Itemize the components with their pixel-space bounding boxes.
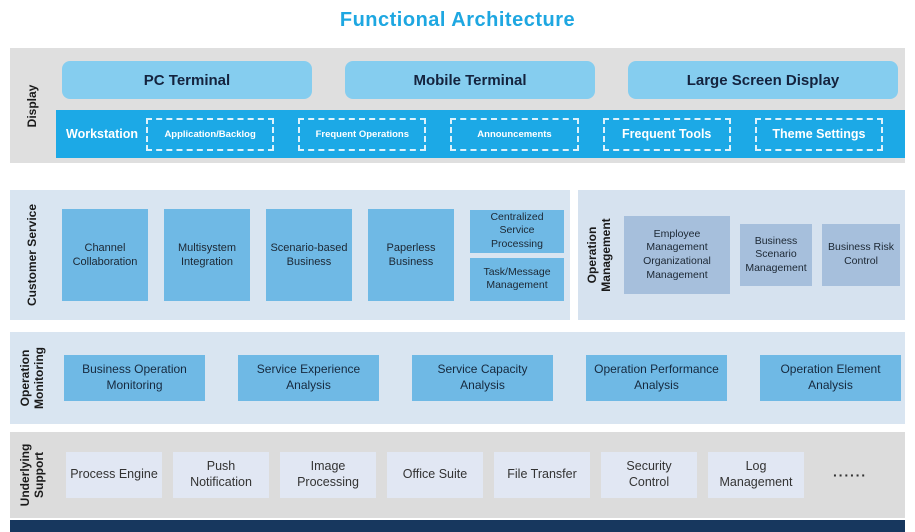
node-theme-settings: Theme Settings [754,117,884,151]
diagram-title: Functional Architecture [339,9,576,31]
node-file-transfer: File Transfer [494,452,590,498]
node-employee-organizational-management: Employee Management Organizational Manag… [624,216,730,294]
node-frequent-tools: Frequent Tools [602,117,731,151]
node-mobile-terminal: Mobile Terminal [345,61,595,99]
customer-service-band: Customer Service Channel Collaboration M… [10,190,570,320]
node-office-suite: Office Suite [387,452,483,498]
operation-monitoring-label-column: Operation Monitoring [10,332,56,424]
display-band: Display PC Terminal Mobile Terminal Larg… [10,48,905,163]
node-announcements: Announcements [450,117,579,151]
display-band-label: Display [25,84,40,127]
node-log-management: Log Management [708,452,804,498]
node-security-control: Security Control [601,452,697,498]
node-scenario-based-business: Scenario-based Business [266,209,352,301]
node-process-engine: Process Engine [66,452,162,498]
display-band-content: PC Terminal Mobile Terminal Large Screen… [56,48,905,163]
node-business-scenario-management: Business Scenario Management [740,224,812,286]
operation-monitoring-band: Operation Monitoring Business Operation … [10,332,905,424]
node-channel-collaboration: Channel Collaboration [62,209,148,301]
customer-service-label-column: Customer Service [10,190,56,320]
operation-monitoring-content: Business Operation Monitoring Service Ex… [56,332,905,424]
node-image-processing: Image Processing [280,452,376,498]
underlying-support-band: Underlying Support Process Engine Push N… [10,432,905,518]
display-band-label-column: Display [10,48,56,163]
node-frequent-operations: Frequent Operations [298,117,427,151]
workstation-label: Workstation [66,127,138,141]
underlying-support-label-column: Underlying Support [10,432,56,518]
node-operation-performance-analysis: Operation Performance Analysis [586,355,727,401]
workstation-bar: Workstation Application/Backlog Frequent… [56,110,905,158]
node-application-backlog: Application/Backlog [146,117,275,151]
node-paperless-business: Paperless Business [368,209,454,301]
operation-management-label-column: Operation Management [578,190,622,320]
underlying-support-content: Process Engine Push Notification Image P… [56,432,905,518]
node-operation-element-analysis: Operation Element Analysis [760,355,901,401]
terminal-row: PC Terminal Mobile Terminal Large Screen… [62,61,898,99]
customer-service-content: Channel Collaboration Multisystem Integr… [56,190,570,320]
node-business-risk-control: Business Risk Control [822,224,900,286]
operation-management-band-label: Operation Management [585,218,613,292]
footer-bar [10,520,905,532]
node-large-screen-display: Large Screen Display [628,61,898,99]
node-service-capacity-analysis: Service Capacity Analysis [412,355,553,401]
operation-management-content: Employee Management Organizational Manag… [622,190,905,320]
node-centralized-service-processing: Centralized Service Processing [470,209,564,253]
node-multisystem-integration: Multisystem Integration [164,209,250,301]
node-pc-terminal: PC Terminal [62,61,312,99]
ellipsis-more-indicator: ······ [833,467,867,483]
underlying-support-band-label: Underlying Support [18,443,46,507]
node-push-notification: Push Notification [173,452,269,498]
operation-management-band: Operation Management Employee Management… [578,190,905,320]
node-task-message-management: Task/Message Management [470,257,564,301]
node-business-operation-monitoring: Business Operation Monitoring [64,355,205,401]
customer-service-band-label: Customer Service [25,203,40,307]
customer-service-stack: Centralized Service Processing Task/Mess… [470,209,564,301]
operation-monitoring-band-label: Operation Monitoring [18,347,46,409]
node-service-experience-analysis: Service Experience Analysis [238,355,379,401]
